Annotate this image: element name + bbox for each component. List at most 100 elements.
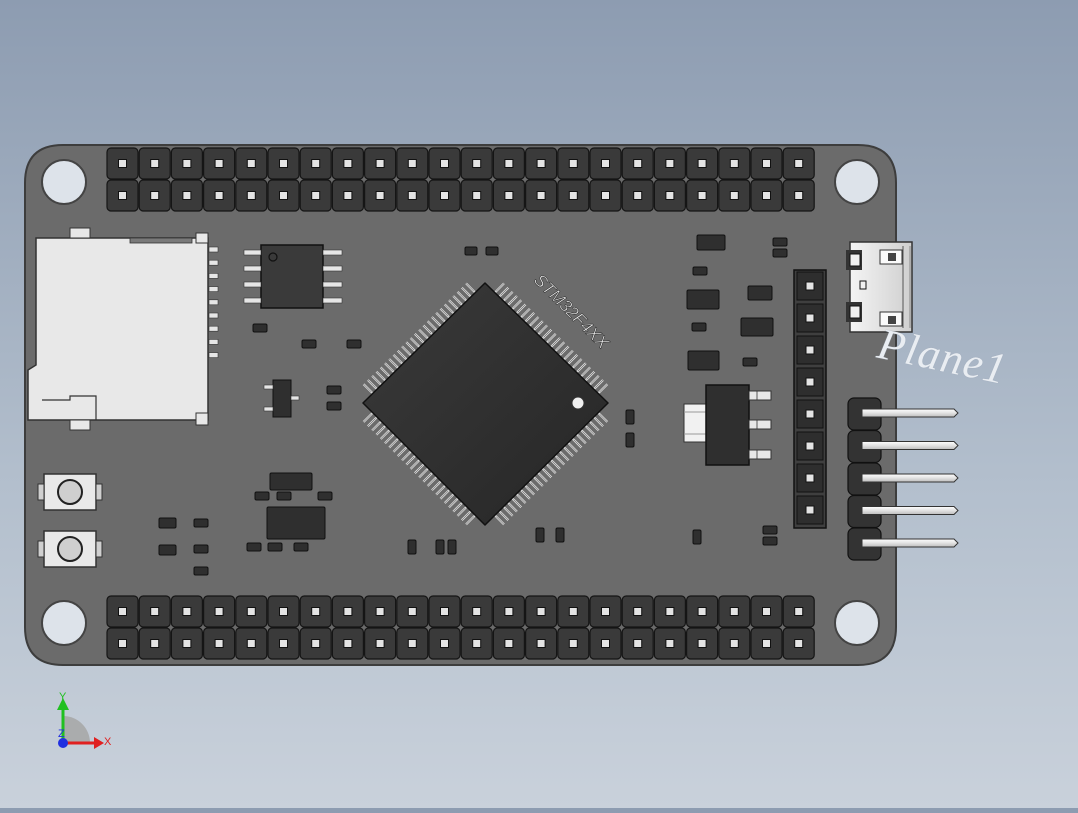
header-pin: [589, 627, 622, 660]
sd-contact: [208, 339, 219, 345]
header-pin: [267, 595, 300, 628]
pin1-marker: [571, 396, 585, 410]
sot23-transistor: [263, 379, 300, 418]
smd-components: [158, 234, 788, 576]
pin-header-top: [106, 147, 815, 212]
chip-lead: [243, 265, 262, 272]
chip-lead: [322, 249, 343, 256]
sd-contact: [208, 325, 219, 332]
header-pin: [138, 627, 171, 660]
smd-part: [276, 491, 292, 501]
header-pin: [796, 399, 824, 429]
header-pin: [203, 627, 236, 660]
header-pin: [750, 147, 783, 180]
reset-button[interactable]: [37, 473, 103, 511]
smd-part: [267, 542, 283, 552]
right-angle-pin-header: [847, 397, 959, 561]
right-angle-pin: [847, 429, 959, 464]
header-pin: [685, 627, 719, 660]
header-pin: [396, 595, 429, 628]
header-pin: [460, 179, 493, 212]
smd-part: [692, 529, 702, 545]
header-pin: [460, 595, 493, 628]
header-pin: [524, 595, 558, 628]
header-pin: [653, 179, 687, 212]
boot-button[interactable]: [37, 530, 103, 568]
header-pin: [235, 595, 268, 628]
header-pin: [524, 179, 558, 212]
smd-part: [326, 401, 342, 411]
header-pin: [267, 147, 300, 180]
header-pin: [750, 179, 783, 212]
header-pin: [235, 179, 268, 212]
sd-contact: [208, 246, 219, 253]
header-pin: [492, 179, 525, 212]
header-pin: [203, 179, 236, 212]
smd-part: [193, 544, 209, 554]
header-pin: [621, 179, 654, 212]
header-pin: [428, 595, 461, 628]
header-pin: [653, 595, 687, 628]
sd-contact: [208, 299, 219, 306]
header-pin: [331, 147, 364, 180]
header-pin: [796, 495, 824, 525]
header-pin: [235, 147, 268, 180]
sd-contact: [208, 312, 219, 319]
smd-part: [742, 357, 758, 367]
smd-part: [326, 385, 342, 395]
header-pin: [589, 147, 622, 180]
header-pin: [621, 627, 654, 660]
header-pin: [621, 595, 654, 628]
header-pin: [718, 595, 751, 628]
header-pin: [428, 147, 461, 180]
header-pin: [203, 147, 236, 180]
smd-part: [246, 542, 262, 552]
header-pin: [106, 595, 139, 628]
smd-part: [464, 246, 478, 256]
soic8-flash-chip: [243, 244, 343, 309]
smd-part: [696, 234, 726, 251]
mcu-lqfp-chip: [362, 282, 609, 526]
header-pin: [428, 179, 461, 212]
sd-contact: [208, 259, 219, 266]
coordinate-triad: Y X Z: [57, 691, 112, 749]
smd-part: [687, 350, 720, 371]
header-pin: [428, 627, 461, 660]
mounting-hole: [41, 600, 87, 646]
header-pin: [782, 147, 815, 180]
smd-part: [691, 322, 707, 332]
smd-part: [740, 317, 774, 337]
header-pin: [796, 271, 824, 301]
header-pin: [331, 627, 364, 660]
smd-part: [435, 539, 445, 555]
header-pin: [106, 627, 139, 660]
header-pin: [396, 179, 429, 212]
smd-part: [772, 248, 788, 258]
smd-part: [254, 491, 270, 501]
smd-part: [535, 527, 545, 543]
header-pin: [170, 147, 203, 180]
triad-y-label: Y: [59, 691, 67, 703]
header-pin: [653, 627, 687, 660]
right-angle-pin: [847, 527, 959, 561]
header-pin: [557, 147, 590, 180]
header-pin: [299, 179, 332, 212]
smd-part: [762, 536, 778, 546]
header-pin: [782, 179, 815, 212]
header-pin: [796, 463, 824, 493]
smd-part: [447, 539, 457, 555]
chip-lead: [243, 281, 262, 288]
chip-lead: [322, 265, 343, 272]
smd-part: [762, 525, 778, 535]
smd-part: [485, 246, 499, 256]
header-pin: [524, 147, 558, 180]
chip-lead: [243, 297, 262, 304]
pin-header-vertical: [793, 269, 827, 529]
header-pin: [685, 595, 719, 628]
smd-part: [193, 518, 209, 528]
smd-part: [301, 339, 317, 349]
right-angle-pin: [847, 494, 959, 529]
triad-z-label: Z: [58, 728, 65, 740]
